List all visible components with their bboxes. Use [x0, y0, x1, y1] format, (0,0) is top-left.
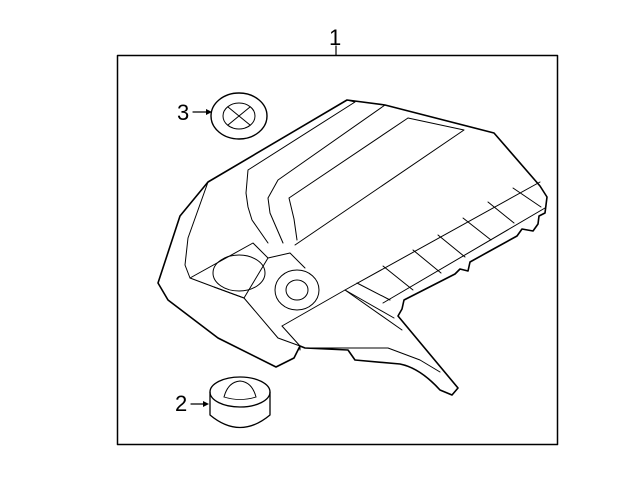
part-2-grommet[interactable] [209, 376, 271, 428]
callout-2-label: 2 [175, 391, 188, 416]
assembly-frame [116, 54, 559, 446]
callout-2-arrow [190, 401, 209, 407]
callout-1-label: 1 [329, 25, 342, 50]
part-3-cap-plug[interactable] [210, 92, 268, 140]
callout-3-arrow [192, 109, 212, 115]
part-1-engine-cover[interactable] [157, 99, 548, 396]
rib-lines [356, 187, 542, 301]
callout-3-label: 3 [177, 100, 190, 125]
